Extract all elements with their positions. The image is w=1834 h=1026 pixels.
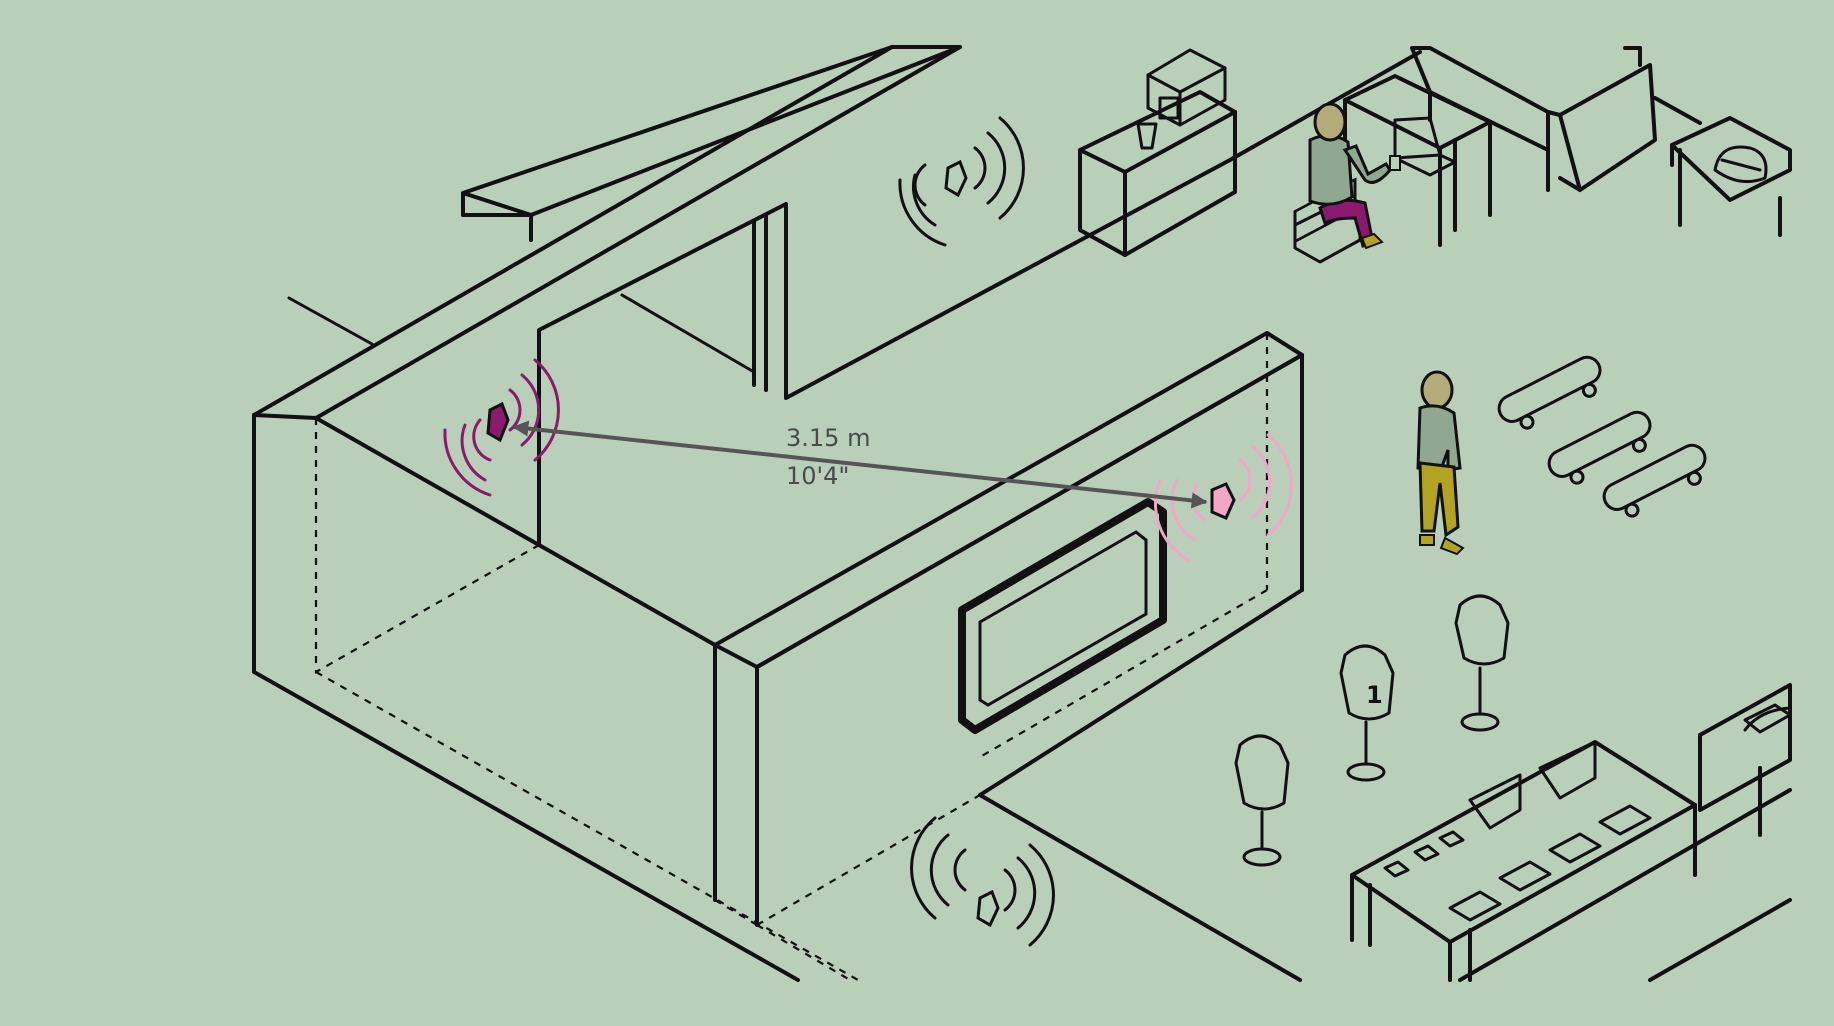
left-wall [252,45,1232,982]
signal-waves-icon [910,816,1055,947]
beacon-icon [1210,482,1236,520]
signal-waves-icon [898,116,1025,247]
side-table-helmet [1653,96,1792,237]
skateboards [1497,355,1707,518]
beacon-icon [944,159,968,198]
mannequin-front [1234,734,1290,867]
jersey-number: 1 [1366,681,1383,709]
distance-metric-label: 3.15 m [786,424,870,452]
mannequin-back [1454,594,1510,732]
distance-imperial-label: 10'4" [786,462,849,490]
seated-person [1293,102,1401,264]
right-table [1698,683,1792,837]
back-shelf [287,45,962,346]
standing-person [1416,370,1465,556]
coffee-counter [1078,48,1237,257]
display-table [1350,740,1697,982]
distance-measurement: 3.15 m 10'4" [512,420,1208,509]
beacon-active [443,358,560,497]
mannequin-numbered: 1 [1339,644,1395,782]
beacon-icon [976,889,1000,928]
sofa [1410,46,1657,192]
beacon-top [898,116,1025,247]
beacon-bottom [910,816,1055,947]
beacon-icon [486,401,510,443]
